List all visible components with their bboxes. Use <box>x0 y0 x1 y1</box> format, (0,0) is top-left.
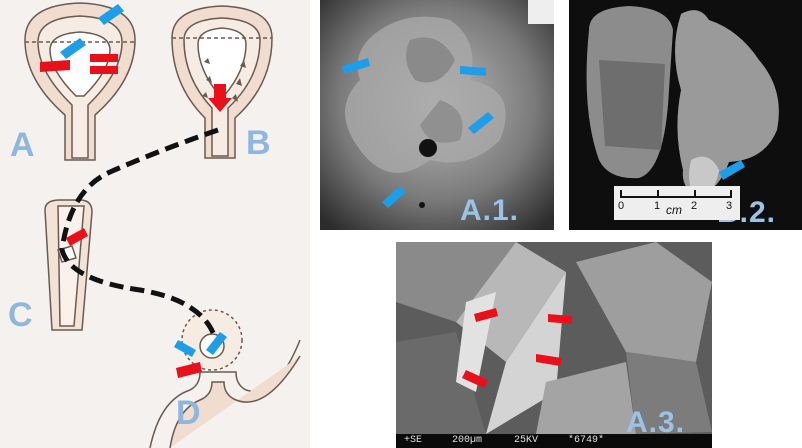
bladder-sketch-d <box>149 309 301 448</box>
red-arrow-d <box>176 362 202 378</box>
red-arrow-a-right-1 <box>90 54 118 62</box>
photo-a3-sem-crystals: A.3. +SE 200µm 25KV *6749* <box>396 242 712 448</box>
red-arrow-b-down <box>208 84 232 112</box>
bladder-sketch-a <box>24 2 136 161</box>
sem-voltage: 25KV <box>514 435 539 446</box>
stone-migration-path <box>59 127 219 337</box>
red-arrow-a-right-2 <box>90 66 118 74</box>
ruler-line <box>620 196 732 198</box>
red-arrow-a-left <box>40 60 70 72</box>
photo-a1-bladder-specimen: A.1. <box>320 0 554 230</box>
photo-label-a3: A.3. <box>626 406 686 439</box>
ruler-tick-label-2: 2 <box>691 200 698 212</box>
ruler-tick-label-3: 3 <box>726 200 733 212</box>
ruler-tick-2 <box>694 190 696 198</box>
ruler-unit: cm <box>666 203 682 217</box>
blue-arrow-d-left <box>174 340 196 357</box>
panel-label-b: B <box>246 124 271 162</box>
blue-arrow-group <box>60 4 227 357</box>
blue-arrow-a-inner <box>60 38 86 59</box>
sem-mode: +SE <box>404 435 423 446</box>
blue-arrow-d-right <box>206 332 227 355</box>
sem-image-number: *6749* <box>568 435 605 446</box>
schematic-drawing <box>24 2 301 448</box>
ruler-tick-0 <box>620 190 622 198</box>
sem-info-bar: +SE 200µm 25KV *6749* <box>396 434 712 448</box>
stone-fragments-b <box>202 58 246 102</box>
panel-label-a: A <box>10 126 35 164</box>
schematic-sketch-panel: A B C D <box>0 0 310 448</box>
ruler-tick-label-0: 0 <box>618 200 625 212</box>
panel-label-c: C <box>8 296 33 334</box>
photo-a1-blue-arrows <box>342 58 494 208</box>
photo-b2-blue-arrow <box>719 160 745 180</box>
centimeter-scale-ruler: 0 1 2 3 cm <box>614 186 740 220</box>
red-arrow-group <box>40 54 232 378</box>
sem-scale: 200µm <box>452 435 483 446</box>
ruler-tick-3 <box>730 190 732 198</box>
red-arrow-c <box>66 228 88 246</box>
photo-a3-image <box>396 242 712 448</box>
photo-a1-image <box>320 0 554 230</box>
blue-arrow-a-top <box>98 4 124 25</box>
photo-label-a1: A.1. <box>460 194 520 227</box>
ruler-tick-1 <box>657 190 659 198</box>
photo-a3-red-arrows <box>462 308 572 388</box>
ruler-tick-label-1: 1 <box>654 200 661 212</box>
panel-label-d: D <box>176 394 201 432</box>
